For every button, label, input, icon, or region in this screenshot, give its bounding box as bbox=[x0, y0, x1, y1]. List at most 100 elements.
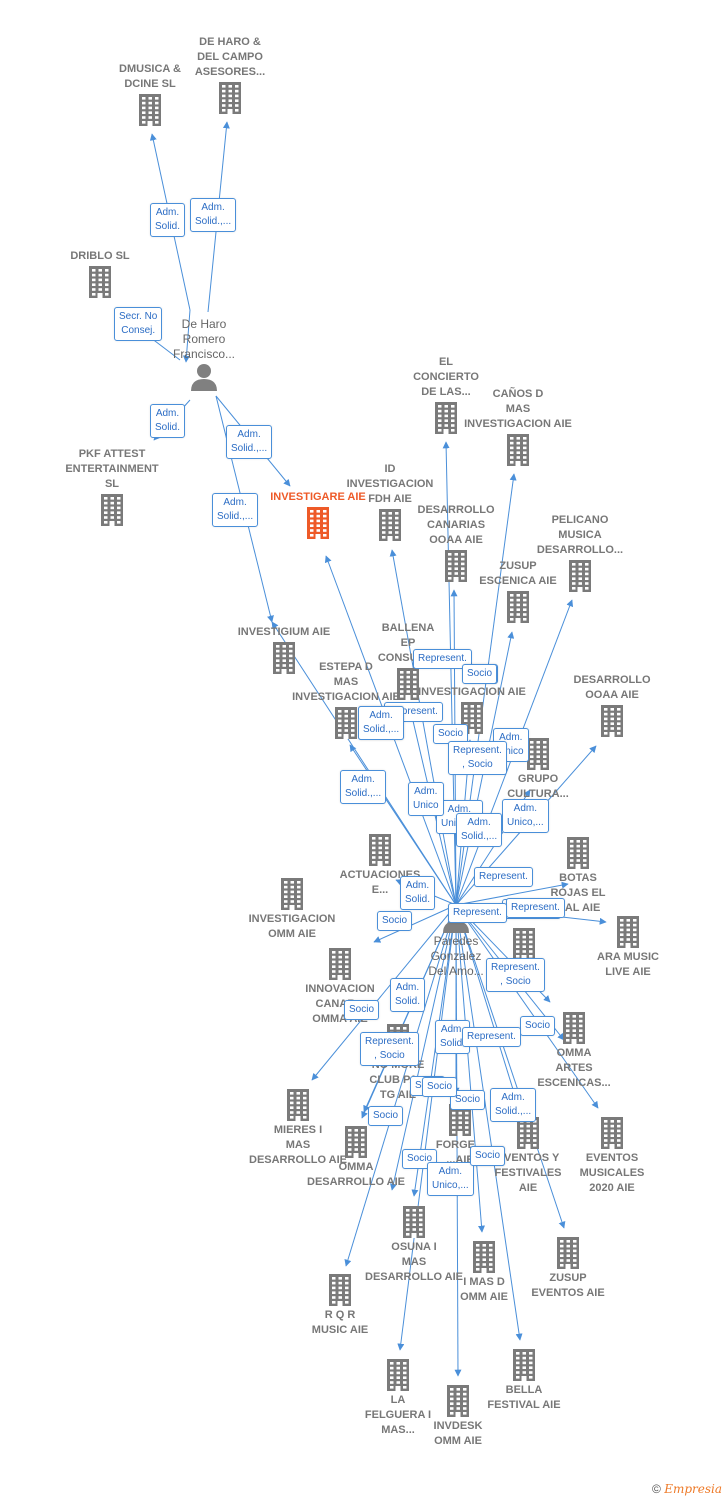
brand-logo[interactable]: Empresia bbox=[664, 1482, 722, 1496]
building-icon bbox=[369, 834, 391, 866]
relation-badge[interactable]: Represent. , Socio bbox=[360, 1032, 419, 1066]
building-icon bbox=[445, 550, 467, 582]
edge-person-paredes-to-innovacion bbox=[311, 904, 457, 1081]
building-icon bbox=[403, 1206, 425, 1238]
building-icon bbox=[387, 1359, 409, 1391]
relation-badge[interactable]: Adm. Solid.,... bbox=[340, 770, 387, 804]
relation-badge[interactable]: Adm. Solid.,... bbox=[490, 1088, 537, 1122]
node-osuna[interactable]: OSUNA I MAS DESARROLLO AIE bbox=[354, 1204, 474, 1285]
relation-badge[interactable]: Socio bbox=[470, 1146, 506, 1166]
node-label: ID INVESTIGACION FDH AIE bbox=[346, 463, 434, 505]
edge-person-paredes-to-i-mas-d bbox=[455, 904, 485, 1233]
edge-person-paredes-to-bella bbox=[455, 904, 523, 1341]
building-icon bbox=[101, 494, 123, 526]
building-icon bbox=[473, 1241, 495, 1273]
relation-badge[interactable]: Secr. No Consej. bbox=[114, 307, 163, 341]
relation-badge[interactable]: Adm. Unico,... bbox=[502, 799, 549, 833]
relation-badge[interactable]: Socio bbox=[520, 1016, 556, 1036]
node-id-inv[interactable]: ID INVESTIGACION FDH AIE bbox=[330, 462, 450, 543]
relation-badge[interactable]: Adm. Solid. bbox=[400, 876, 436, 910]
relation-badge[interactable]: Adm. Solid.,... bbox=[190, 198, 237, 232]
relation-badge[interactable]: Represent. bbox=[506, 898, 565, 918]
node-ballena[interactable]: BALLENA EP CONSULT... bbox=[348, 621, 468, 702]
building-icon bbox=[447, 1385, 469, 1417]
relation-badge[interactable]: Socio bbox=[368, 1106, 404, 1126]
relation-badge[interactable]: Represent. , Socio bbox=[486, 958, 545, 992]
node-canos[interactable]: CAÑOS D MAS INVESTIGACION AIE bbox=[458, 387, 578, 468]
building-icon bbox=[379, 509, 401, 541]
building-icon bbox=[569, 560, 591, 592]
node-label: ESTEPA D MAS INVESTIGACION AIE bbox=[292, 661, 400, 703]
edge-person-paredes-to-eventos-musicales bbox=[455, 904, 599, 1109]
node-label: Paredes Gonzalez Del Amo... bbox=[428, 934, 484, 978]
edge-person-paredes-to-invdesk bbox=[454, 904, 462, 1377]
node-zusup-eventos[interactable]: ZUSUP EVENTOS AIE bbox=[508, 1235, 628, 1301]
building-icon bbox=[601, 705, 623, 737]
relation-badge[interactable]: Socio bbox=[450, 1090, 486, 1110]
node-deharo-campo[interactable]: DE HARO & DEL CAMPO ASESORES... bbox=[170, 35, 290, 116]
node-botas[interactable]: BOTAS ROJAS EL ...AL AIE bbox=[518, 835, 638, 916]
building-icon bbox=[557, 1237, 579, 1269]
node-label: DRIBLO SL bbox=[70, 250, 130, 262]
node-investigare[interactable]: INVESTIGARE AIE bbox=[258, 490, 378, 541]
relation-badge[interactable]: Represent. bbox=[462, 1027, 521, 1047]
node-estepa[interactable]: ESTEPA D MAS INVESTIGACION AIE bbox=[286, 660, 406, 741]
node-driblo[interactable]: DRIBLO SL bbox=[40, 249, 160, 300]
relation-badge[interactable]: Represent. bbox=[413, 649, 472, 669]
node-omma-artes[interactable]: OMMA ARTES ESCENICAS... bbox=[514, 1010, 634, 1091]
node-invdesk[interactable]: INVDESK OMM AIE bbox=[398, 1383, 518, 1449]
footer-credit: © Empresia bbox=[652, 1482, 722, 1496]
relation-badge[interactable]: Adm. Solid.,... bbox=[358, 706, 405, 740]
node-bella[interactable]: BELLA FESTIVAL AIE bbox=[464, 1347, 584, 1413]
node-label: INVDESK OMM AIE bbox=[433, 1420, 483, 1447]
node-el-concierto[interactable]: EL CONCIERTO DE LAS... bbox=[386, 355, 506, 436]
node-rqr[interactable]: R Q R MUSIC AIE bbox=[280, 1272, 400, 1338]
relation-badge[interactable]: Adm. Solid. bbox=[390, 978, 426, 1012]
node-desarrollo-ooaa[interactable]: DESARROLLO OOAA AIE bbox=[552, 673, 672, 739]
node-omma-desarrollo[interactable]: OMMA DESARROLLO AIE bbox=[296, 1124, 416, 1190]
relation-badge[interactable]: Socio bbox=[377, 911, 413, 931]
node-i-mas-d[interactable]: I MAS D OMM AIE bbox=[424, 1239, 544, 1305]
building-icon bbox=[219, 82, 241, 114]
node-dmusica[interactable]: DMUSICA & DCINE SL bbox=[90, 62, 210, 128]
relation-badge[interactable]: Socio bbox=[344, 1000, 380, 1020]
node-label: R Q R MUSIC AIE bbox=[311, 1309, 369, 1336]
relation-badge[interactable]: Adm. Solid.,... bbox=[212, 493, 259, 527]
node-zusup-escenica[interactable]: ZUSUP ESCENICA AIE bbox=[458, 559, 578, 625]
node-label: INNOVACION CANAR... OMMA AIE bbox=[305, 983, 375, 1025]
relation-badge[interactable]: Adm. Solid.,... bbox=[226, 425, 273, 459]
node-desarrollo-canarias[interactable]: DESARROLLO CANARIAS OOAA AIE bbox=[396, 503, 516, 584]
building-icon bbox=[397, 668, 419, 700]
node-eventos-musicales[interactable]: EVENTOS MUSICALES 2020 AIE bbox=[552, 1115, 672, 1196]
relation-badge[interactable]: Represent. bbox=[474, 867, 533, 887]
edge-person-paredes-to-eventos-festivales bbox=[455, 904, 522, 1113]
node-pkf[interactable]: PKF ATTEST ENTERTAINMENT SL bbox=[52, 447, 172, 528]
node-label: I MAS D OMM AIE bbox=[460, 1276, 508, 1303]
relation-badge[interactable]: Adm. Unico bbox=[408, 782, 444, 816]
node-label: BELLA FESTIVAL AIE bbox=[487, 1384, 561, 1411]
node-label: DESARROLLO OOAA AIE bbox=[573, 674, 651, 701]
node-person-paredes[interactable]: Paredes Gonzalez Del Amo... bbox=[396, 904, 516, 979]
building-icon bbox=[617, 916, 639, 948]
relation-badge[interactable]: Socio bbox=[462, 664, 498, 684]
node-innovacion[interactable]: INNOVACION CANAR... OMMA AIE bbox=[280, 946, 400, 1027]
node-investigacion-omm[interactable]: INVESTIGACION OMM AIE bbox=[232, 876, 352, 942]
person-icon bbox=[191, 364, 217, 391]
building-icon bbox=[527, 738, 549, 770]
relation-badge[interactable]: Adm. Unico,... bbox=[427, 1162, 474, 1196]
relation-badge[interactable]: Represent. bbox=[448, 903, 507, 923]
node-la-felguera[interactable]: LA FELGUERA I MAS... bbox=[338, 1357, 458, 1438]
node-pelicano[interactable]: PELICANO MUSICA DESARROLLO... bbox=[520, 513, 640, 594]
relation-badge[interactable]: Adm. Solid. bbox=[150, 203, 186, 237]
edge-person-paredes-to-id-inv bbox=[389, 549, 457, 906]
node-label: ZUSUP ESCENICA AIE bbox=[479, 560, 557, 587]
node-investigium[interactable]: INVESTIGIUM AIE bbox=[224, 625, 344, 676]
node-mieres[interactable]: MIERES I MAS DESARROLLO AIE bbox=[238, 1087, 358, 1168]
node-label: DESARROLLO CANARIAS OOAA AIE bbox=[417, 504, 495, 546]
node-person-deharo[interactable]: De Haro Romero Francisco... bbox=[144, 317, 264, 392]
relation-badge[interactable]: Adm. Solid. bbox=[150, 404, 186, 438]
relation-badge[interactable]: Socio bbox=[422, 1077, 458, 1097]
relation-badge[interactable]: Adm. Solid.,... bbox=[456, 813, 503, 847]
relation-badge[interactable]: Represent. , Socio bbox=[448, 741, 507, 775]
node-ara-music[interactable]: ARA MUSIC LIVE AIE bbox=[568, 914, 688, 980]
